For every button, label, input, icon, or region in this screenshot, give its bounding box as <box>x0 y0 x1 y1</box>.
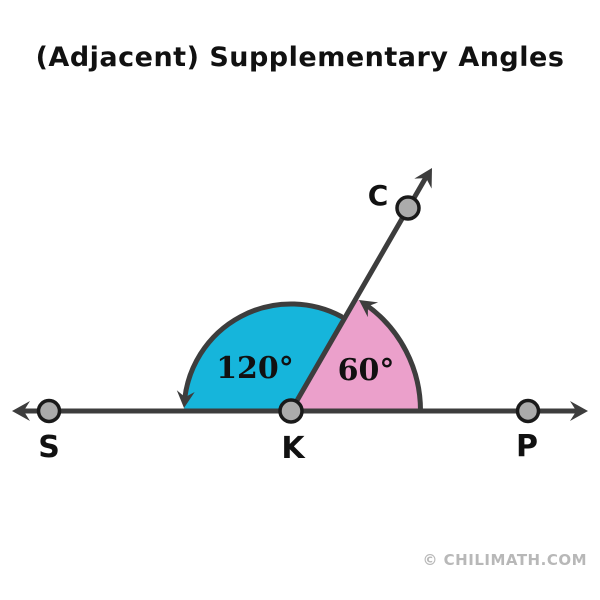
angle-label-60: 60° <box>338 353 395 388</box>
angle-arc-120-arrowhead-icon <box>176 390 195 408</box>
point-label-P: P <box>516 429 538 464</box>
line-SP-left-arrowhead-icon <box>12 401 30 421</box>
point-K-marker <box>278 398 304 424</box>
point-label-K: K <box>281 431 306 466</box>
angle-arc-60-arrowhead-icon <box>359 300 379 318</box>
point-C-marker <box>395 195 421 221</box>
angle-arc-120 <box>182 301 344 403</box>
point-S-marker <box>36 398 62 424</box>
point-label-S: S <box>38 430 60 465</box>
diagram-title: (Adjacent) Supplementary Angles <box>35 42 565 73</box>
point-label-C: C <box>368 179 389 212</box>
line-SP-right-arrowhead-icon <box>570 401 588 421</box>
ray-KC-arrowhead-icon <box>414 168 432 189</box>
point-P-marker <box>515 398 541 424</box>
watermark: © CHILIMATH.COM <box>422 551 587 569</box>
angle-arc-60 <box>363 302 424 414</box>
angle-label-120: 120° <box>216 351 294 386</box>
